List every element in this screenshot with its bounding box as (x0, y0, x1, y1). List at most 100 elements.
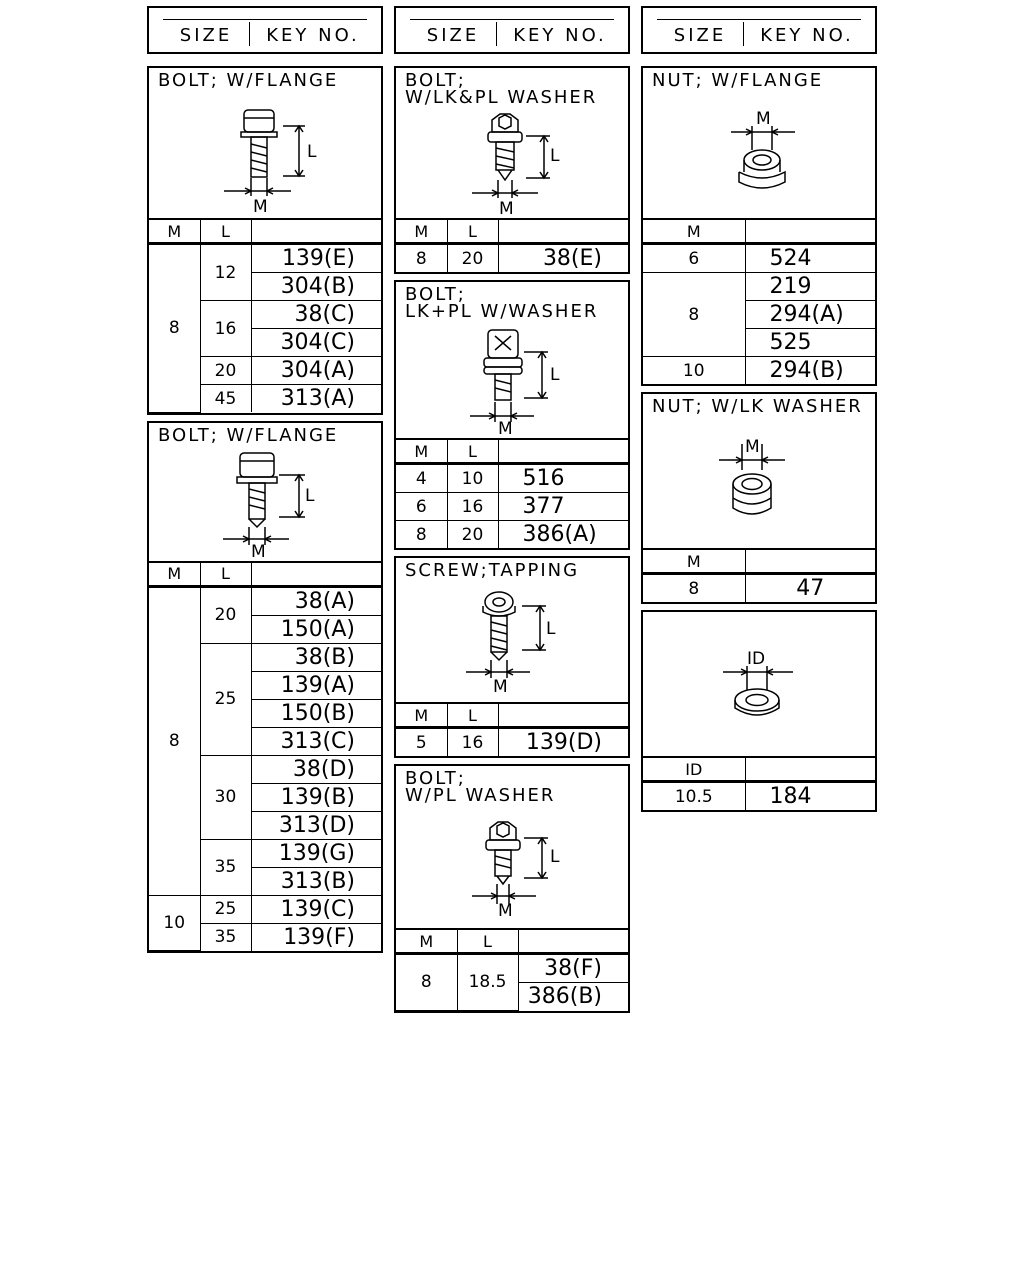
l-value-cell: 35 (200, 838, 252, 896)
part-title: NUT; W/FLANGE (652, 70, 824, 91)
flange-nut-drawing: M (731, 109, 795, 189)
l-value-cell: 20 (446, 243, 499, 272)
dim-label-M: M (253, 197, 268, 217)
column-1: SIZE KEY NO. BOLT; W/FLANGE (147, 6, 383, 959)
m-value-cell: 8 (643, 573, 746, 602)
bolt-pl-washer-block: BOLT; W/PL WASHER (394, 764, 630, 1013)
size-header: SIZE (179, 25, 233, 46)
key-no-cell: 304(A) (250, 356, 381, 385)
lock-washer-nut-drawing: M (719, 437, 785, 515)
l-value-cell: 20 (200, 356, 252, 385)
bolt-flange-figure-1: BOLT; W/FLANGE L (149, 68, 381, 220)
bolt-lk-pl-w-washer-table: M L 4 10 516 6 16 377 8 20 386(A) (396, 440, 628, 548)
key-no-cell: 150(B) (251, 698, 381, 728)
dim-label-M: M (499, 199, 514, 218)
key-no-cell: 38(A) (250, 585, 381, 616)
key-no-cell: 139(F) (250, 922, 381, 951)
hex-bolt-pl-washer-drawing: L M (472, 821, 560, 921)
key-no-cell: 386(B) (518, 982, 628, 1010)
l-value-cell: 16 (446, 492, 499, 521)
size-key-header: SIZE KEY NO. (147, 6, 383, 54)
size-key-header: SIZE KEY NO. (641, 6, 877, 54)
nut-flange-block: NUT; W/FLANGE M M (641, 66, 877, 386)
part-title: BOLT; W/PL WASHER (405, 768, 556, 806)
col-key-header (744, 758, 875, 783)
dim-label-ID: ID (747, 649, 765, 669)
col-l-header: L (446, 440, 499, 465)
col-l-header: L (446, 704, 499, 729)
bolt-flange-block-2: BOLT; W/FLANGE (147, 420, 383, 953)
m-value-cell: 8 (643, 272, 746, 357)
part-title: BOLT; LK+PL W/WASHER (405, 284, 599, 322)
key-no-cell: 38(E) (497, 243, 628, 272)
key-no-cell: 139(C) (250, 894, 381, 924)
nut-lk-washer-figure: NUT; W/LK WASHER M (643, 394, 875, 550)
bolt-lk-pl-w-washer-block: BOLT; LK+PL W/WASHER (394, 280, 630, 550)
key-no-cell: 139(E) (250, 243, 381, 273)
m-value-cell: 10 (643, 356, 746, 384)
dim-label-M: M (498, 901, 513, 921)
l-value-cell: 16 (446, 727, 499, 756)
m-value-cell: 8 (149, 585, 201, 896)
col-m-header: M (396, 930, 458, 955)
l-value-cell: 20 (199, 585, 252, 644)
col-m-header: M (643, 220, 746, 245)
col-id-header: ID (643, 758, 746, 783)
part-title: BOLT; W/FLANGE (158, 424, 339, 446)
key-no-cell: 524 (744, 243, 875, 273)
size-header: SIZE (426, 25, 480, 46)
dim-label-L: L (550, 365, 560, 385)
key-no-cell: 377 (497, 492, 628, 521)
key-no-cell: 304(B) (251, 272, 381, 301)
key-no-cell: 150(A) (251, 614, 381, 644)
col-m-header: M (149, 562, 201, 588)
hex-bolt-washer-drawing: L M (472, 113, 560, 218)
bolt-lk-pl-washer-block: BOLT; W/LK&PL WASHER (394, 66, 630, 274)
col-key-header (250, 220, 381, 245)
col-m-header: M (396, 220, 448, 245)
bolt-flange-block-1: BOLT; W/FLANGE L (147, 66, 383, 415)
dim-label-M: M (745, 437, 760, 457)
bolt-lk-pl-washer-table: M L 8 20 38(E) (396, 220, 628, 272)
key-no-cell: 313(A) (250, 384, 381, 412)
key-no-header: KEY NO. (760, 25, 854, 46)
col-key-header (497, 440, 628, 465)
washer-figure: ID (643, 612, 875, 758)
dim-label-M: M (498, 419, 513, 438)
size-key-header: SIZE KEY NO. (394, 6, 630, 54)
key-no-cell: 38(B) (250, 642, 381, 672)
screw-tapping-figure: SCREW;TAPPING (396, 558, 628, 704)
col-l-header: L (199, 220, 252, 245)
key-no-cell: 139(A) (251, 670, 381, 700)
l-value-cell: 12 (199, 243, 252, 301)
washer-block: ID ID 10.5 184 (641, 610, 877, 812)
column-2: SIZE KEY NO. BOLT; W/LK&PL WASHER (394, 6, 630, 1019)
dim-label-L: L (307, 142, 317, 162)
key-no-cell: 516 (497, 463, 628, 493)
col-m-header: M (149, 220, 201, 245)
part-title: BOLT; W/LK&PL WASHER (405, 70, 598, 108)
col-l-header: L (199, 562, 252, 588)
nut-lk-washer-block: NUT; W/LK WASHER M M (641, 392, 877, 604)
key-no-cell: 304(C) (251, 328, 381, 357)
flange-bolt-drawing: L M (223, 451, 315, 561)
key-no-cell: 139(B) (251, 782, 381, 812)
key-no-cell: 38(F) (517, 953, 628, 983)
l-value-cell: 25 (199, 894, 252, 924)
part-title: SCREW;TAPPING (405, 560, 580, 581)
l-value-cell: 16 (200, 300, 252, 357)
flange-bolt-drawing: L M (224, 109, 317, 217)
dim-label-L: L (550, 847, 560, 867)
l-value-cell: 18.5 (456, 953, 519, 1011)
bolt-lk-pl-washer-figure: BOLT; W/LK&PL WASHER (396, 68, 628, 220)
bolt-pl-washer-figure: BOLT; W/PL WASHER (396, 766, 628, 930)
key-no-cell: 294(A) (745, 300, 875, 329)
col-m-header: M (396, 704, 448, 729)
bolt-flange-figure-2: BOLT; W/FLANGE (149, 423, 381, 563)
tapping-screw-drawing: L M (466, 591, 556, 697)
key-no-cell: 139(D) (497, 727, 628, 756)
col-m-header: M (396, 440, 448, 465)
nut-flange-table: M 6 524 8 219 294(A) 525 10 294(B) (643, 220, 875, 384)
m-value-cell: 8 (396, 953, 458, 1011)
key-no-header: KEY NO. (513, 25, 607, 46)
